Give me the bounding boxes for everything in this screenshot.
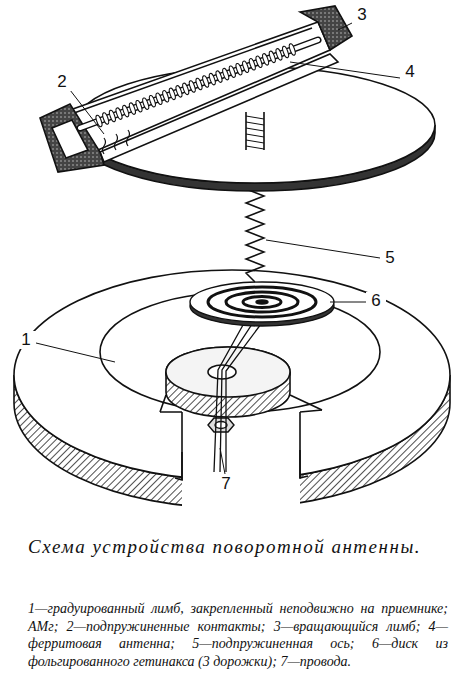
fixed-limb [14, 270, 450, 512]
callout-number: 4 [400, 63, 420, 81]
callout-number: 5 [380, 249, 400, 267]
spring-axis [246, 180, 264, 282]
callout-number: 7 [216, 475, 236, 493]
foil-disk [190, 282, 334, 326]
callout-number: 6 [366, 292, 386, 310]
wires [214, 316, 264, 472]
callout-number: 2 [52, 73, 72, 91]
leader-lines [36, 22, 400, 474]
callout-number: 1 [16, 331, 36, 349]
figure-title: Схема устройства поворотной антенны. [28, 534, 448, 560]
callout-number: 3 [352, 6, 372, 24]
figure-caption: 1—градуированный лимб, закрепленный непо… [28, 600, 448, 670]
antenna-bracket [40, 6, 352, 172]
